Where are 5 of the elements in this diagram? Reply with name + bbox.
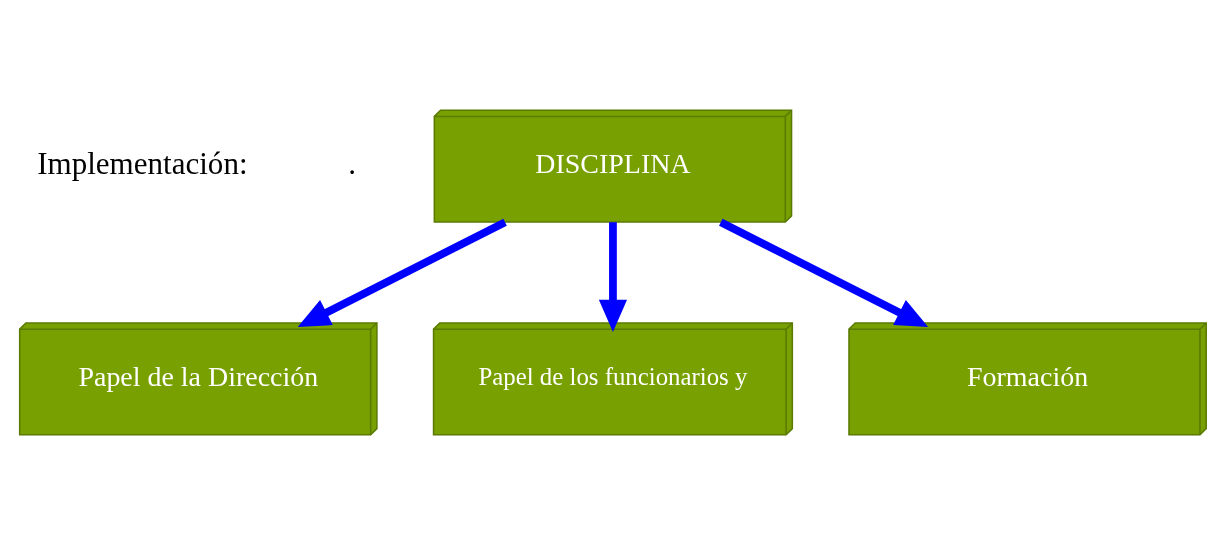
arrow — [719, 218, 929, 327]
arrow — [297, 218, 507, 327]
label: . — [348, 145, 356, 181]
label: Implementación: — [37, 145, 248, 181]
arrow — [598, 221, 628, 332]
